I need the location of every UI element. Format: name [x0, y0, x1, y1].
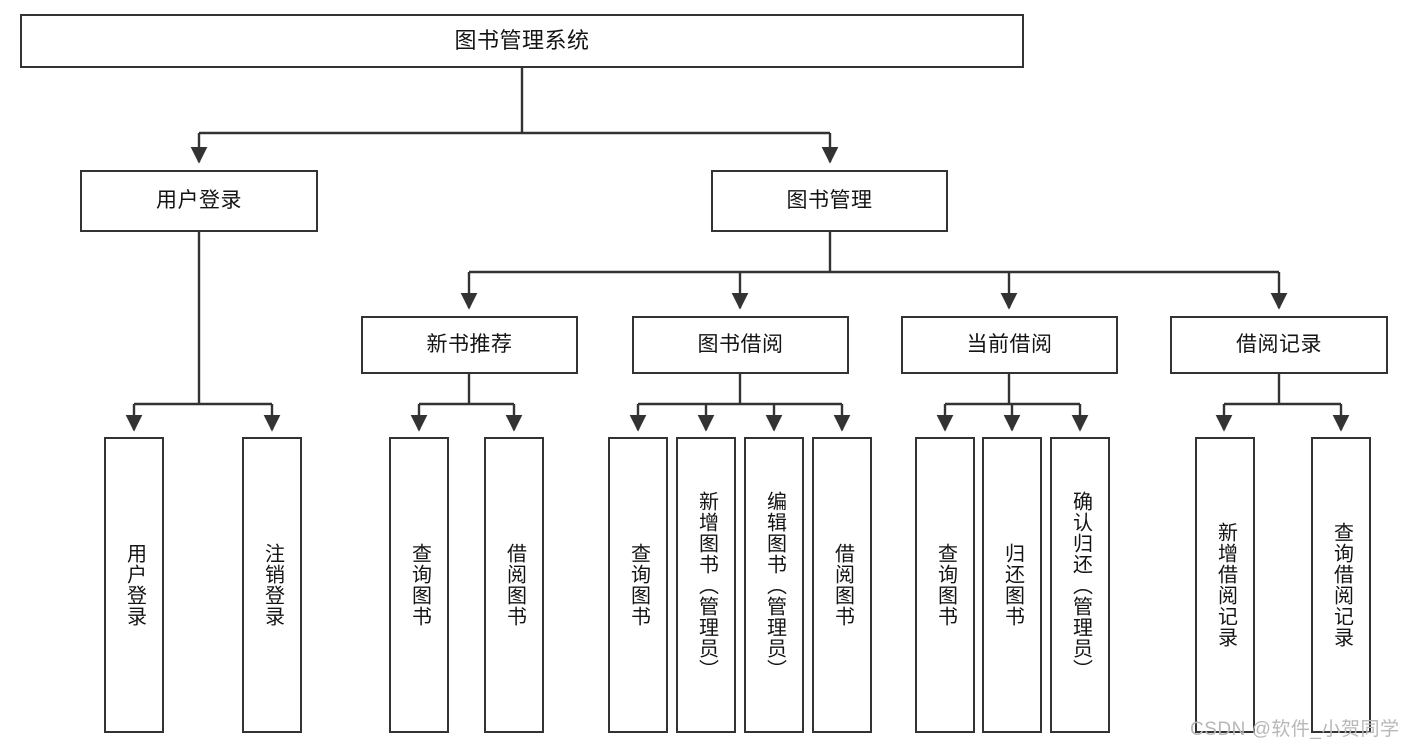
node-label: 图书管理	[786, 188, 873, 212]
leaf-borrow-query-book[interactable]: 查询图书	[608, 437, 668, 733]
node-label: 注销登录	[261, 543, 284, 627]
node-label: 确认归还（管理员）	[1069, 490, 1092, 680]
node-label: 借阅图书	[831, 543, 854, 627]
leaf-record-query[interactable]: 查询借阅记录	[1311, 437, 1371, 733]
leaf-borrow-borrow-book[interactable]: 借阅图书	[812, 437, 872, 733]
node-label: 新书推荐	[426, 332, 513, 356]
node-book-management[interactable]: 图书管理	[711, 170, 948, 232]
node-label: 查询图书	[408, 543, 431, 627]
leaf-current-query-book[interactable]: 查询图书	[915, 437, 975, 733]
node-label: 图书管理系统	[454, 28, 590, 54]
node-label: 图书借阅	[697, 332, 784, 356]
node-current-borrow[interactable]: 当前借阅	[901, 316, 1118, 374]
leaf-user-login-logout[interactable]: 注销登录	[242, 437, 302, 733]
node-label: 当前借阅	[966, 332, 1053, 356]
leaf-record-add[interactable]: 新增借阅记录	[1195, 437, 1255, 733]
node-label: 借阅记录	[1236, 332, 1322, 356]
leaf-borrow-add-book[interactable]: 新增图书（管理员）	[676, 437, 736, 733]
node-label: 归还图书	[1001, 543, 1024, 627]
node-label: 新增图书（管理员）	[695, 490, 718, 680]
leaf-borrow-edit-book[interactable]: 编辑图书（管理员）	[744, 437, 804, 733]
node-label: 用户登录	[123, 543, 146, 627]
leaf-current-return-book[interactable]: 归还图书	[982, 437, 1042, 733]
node-user-login[interactable]: 用户登录	[80, 170, 318, 232]
leaf-current-confirm-return[interactable]: 确认归还（管理员）	[1050, 437, 1110, 733]
node-label: 新增借阅记录	[1214, 522, 1237, 648]
leaf-new-book-borrow[interactable]: 借阅图书	[484, 437, 544, 733]
node-label: 查询图书	[627, 543, 650, 627]
node-label: 查询借阅记录	[1330, 522, 1353, 648]
leaf-new-book-query[interactable]: 查询图书	[389, 437, 449, 733]
leaf-user-login-login[interactable]: 用户登录	[104, 437, 164, 733]
node-label: 用户登录	[156, 188, 242, 212]
node-label: 查询图书	[934, 543, 957, 627]
node-new-book-recommend[interactable]: 新书推荐	[361, 316, 578, 374]
node-label: 借阅图书	[503, 543, 526, 627]
node-root-system[interactable]: 图书管理系统	[20, 14, 1024, 68]
node-borrow-record[interactable]: 借阅记录	[1170, 316, 1388, 374]
node-book-borrow[interactable]: 图书借阅	[632, 316, 849, 374]
node-label: 编辑图书（管理员）	[763, 490, 786, 680]
csdn-watermark: CSDN @软件_小贺同学	[1190, 719, 1400, 740]
